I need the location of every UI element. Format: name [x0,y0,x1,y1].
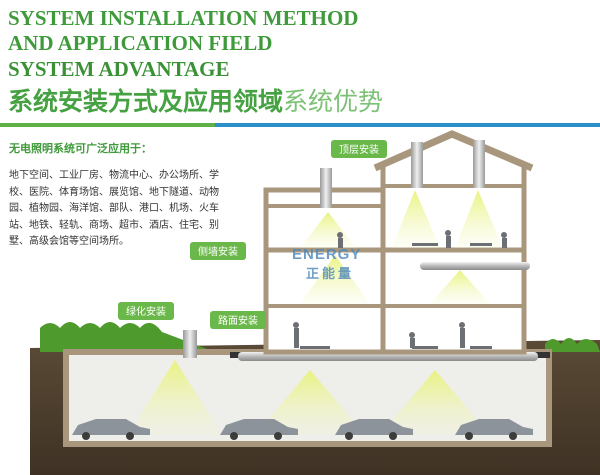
light-beam [430,270,490,304]
side-wall-light-pipe [420,262,530,270]
car [335,419,413,435]
divider-bar [0,120,600,132]
light-beam [128,360,222,435]
heading-line-2: AND APPLICATION FIELD [8,31,273,55]
divider-blue [215,123,600,127]
car [72,419,150,435]
underground-garage [63,349,552,447]
intro-subtitle: 无电照明系统可广泛应用于： [9,143,152,155]
light-beam [255,370,365,435]
label-side-wall: 侧墙安装 [190,242,246,260]
label-green-text: 绿化安装 [126,305,166,318]
light-beam [392,190,440,248]
grass-right [545,338,600,352]
light-beam [455,190,503,248]
watermark-logo: ENERGY 正能量 [292,246,361,282]
label-green: 绿化安装 [118,302,174,320]
heading-chinese-bold: 系统安装方式及应用领域 [8,87,284,116]
car [220,419,298,435]
label-road-text: 路面安装 [218,314,258,327]
label-roof-text: 顶层安装 [339,143,379,156]
label-roof: 顶层安装 [331,140,387,158]
heading-line-3: SYSTEM ADVANTAGE [8,57,230,81]
watermark-cn: 正能量 [306,266,355,281]
roof [373,130,534,172]
grass-left [40,322,215,352]
intro-body: 地下空间、工业厂房、物流中心、办公场所、学校、医院、体育场馆、展览馆、地下隧道、… [9,170,219,248]
heading-line-1: SYSTEM INSTALLATION METHOD [8,6,359,30]
vertical-light-pipes [183,140,485,358]
wheels [82,432,517,440]
car [455,419,533,435]
divider-green [0,123,215,127]
label-road: 路面安装 [210,311,266,329]
light-beam [380,370,490,435]
people-and-desks [293,230,507,349]
building [183,130,534,358]
light-beam [300,255,370,304]
building-cross-section: 顶层安装 侧墙安装 绿化安装 路面安装 [30,130,600,475]
watermark-en: ENERGY [292,246,362,263]
heading-chinese-light: 系统优势 [283,87,384,116]
heading-chinese: 系统安装方式及应用领域系统优势 [8,82,383,118]
cars [72,419,533,435]
label-side-wall-text: 侧墙安装 [198,245,238,258]
